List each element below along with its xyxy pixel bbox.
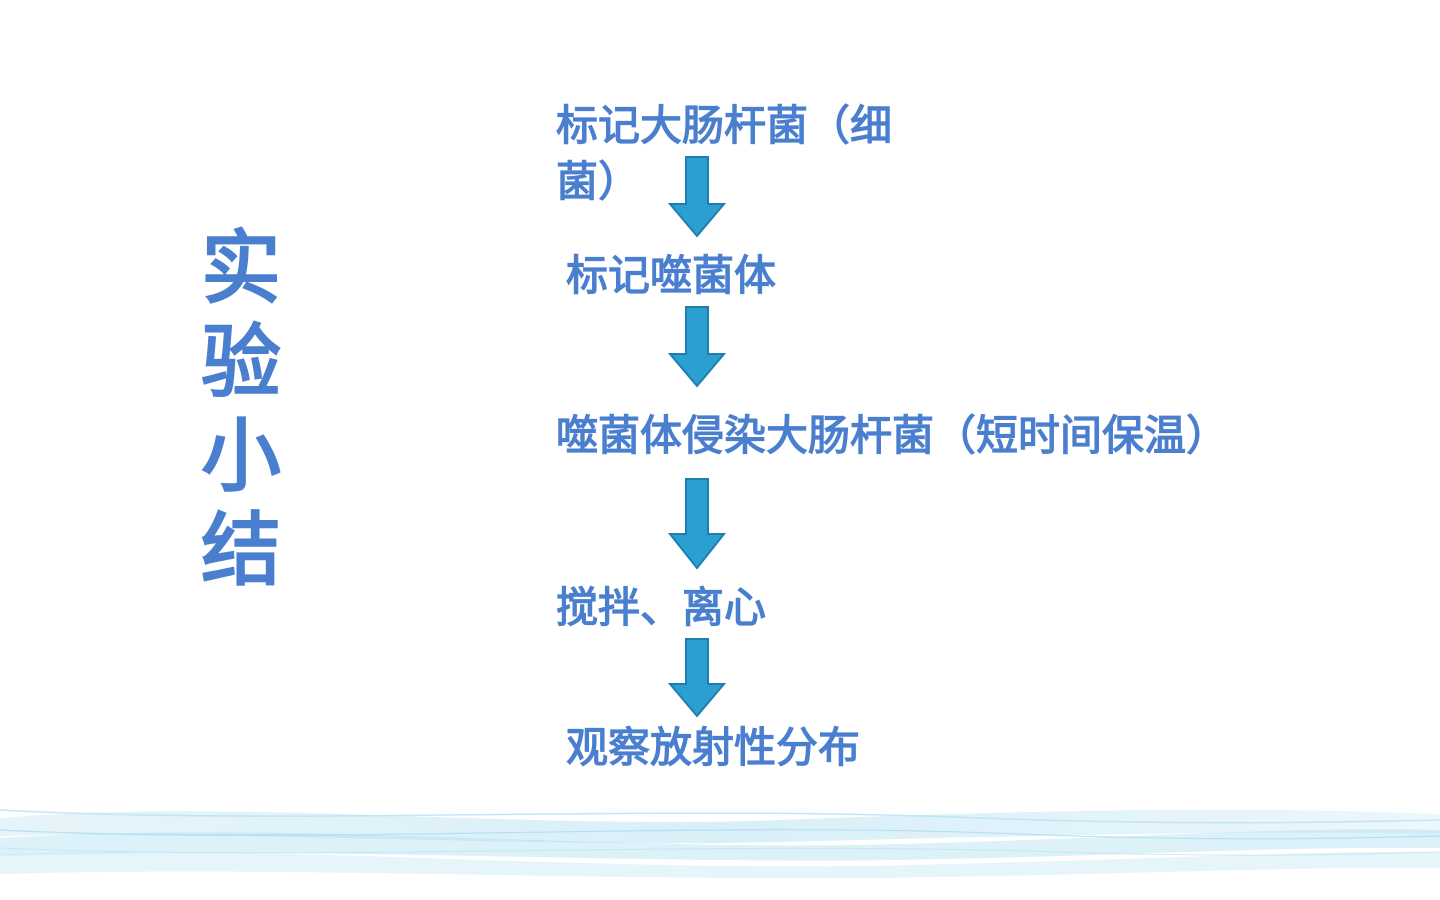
flow-step-label-observe: 观察放射性分布 (566, 723, 861, 772)
side-title-char: 小 (201, 410, 281, 503)
down-arrow-icon (667, 156, 727, 238)
flow-step-label-centrifuge: 搅拌、离心 (556, 583, 767, 632)
flow-step-label-bacteria: 标记大肠杆菌（细菌） (556, 101, 893, 206)
down-arrow-icon (667, 478, 727, 570)
down-arrow-icon (667, 638, 727, 718)
side-title-char: 验 (201, 316, 281, 409)
side-title: 实 验 小 结 (196, 222, 286, 598)
flow-step-label-infection: 噬菌体侵染大肠杆菌（短时间保温） (556, 411, 1229, 460)
side-title-char: 实 (201, 222, 281, 315)
side-title-char: 结 (201, 504, 281, 597)
down-arrow-icon (667, 306, 727, 388)
flow-step-label-phage: 标记噬菌体 (566, 251, 777, 300)
decorative-wave (0, 790, 1440, 900)
